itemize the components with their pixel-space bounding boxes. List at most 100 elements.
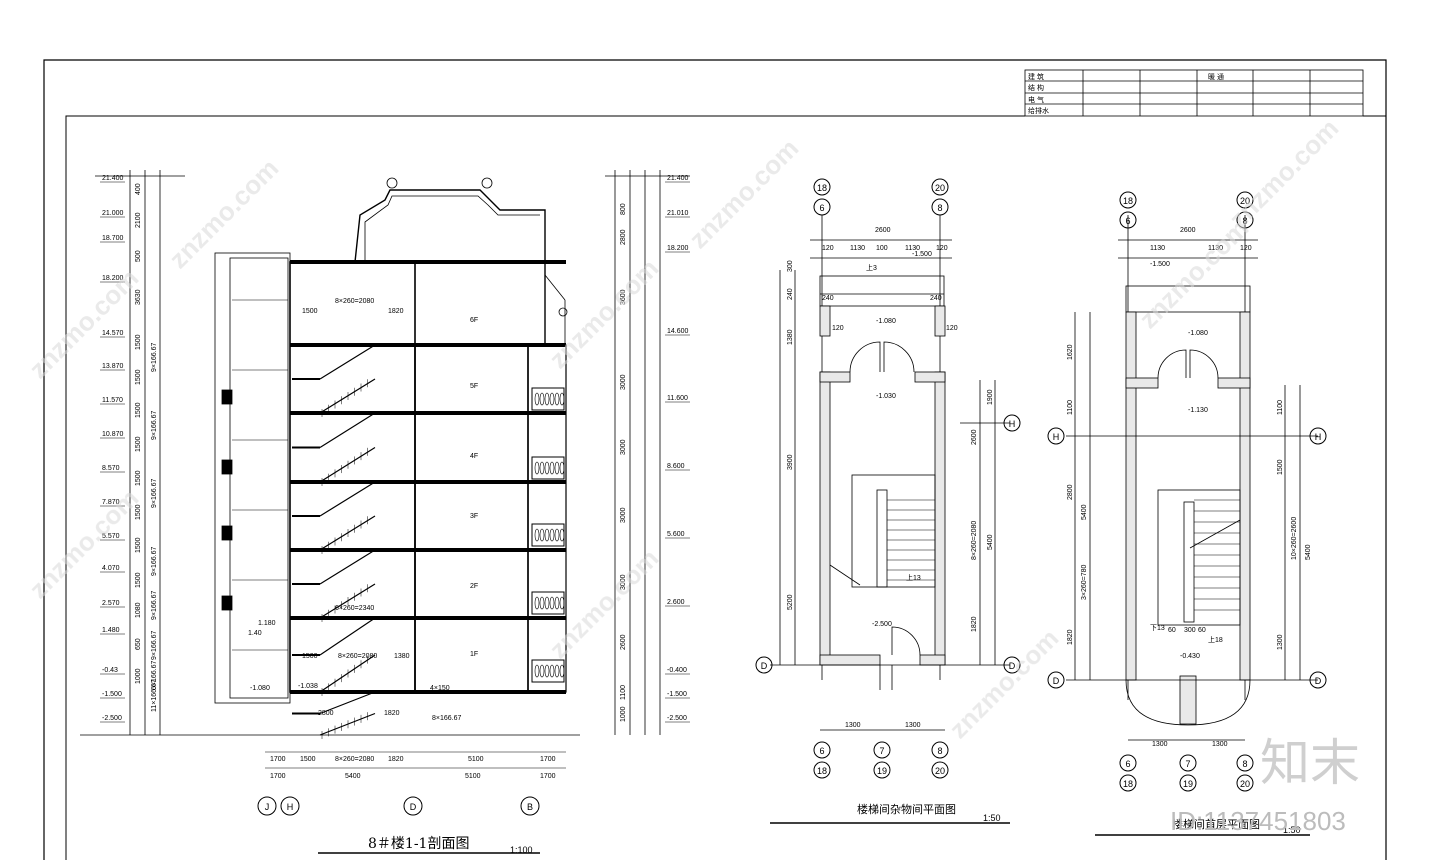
- facade-window: [221, 459, 233, 475]
- svg-text:D: D: [761, 661, 768, 671]
- plan2-inner-label: 60: [1168, 627, 1176, 634]
- bottom-dim: 5400: [345, 773, 361, 780]
- rail-baluster: [544, 461, 550, 475]
- plan2-axis-6: 6: [1119, 211, 1137, 229]
- right-dim: 3000: [620, 574, 627, 590]
- right-elevation: 5.600: [667, 531, 685, 538]
- stair-dim-top: 8×260=2080: [335, 298, 374, 305]
- rail-baluster: [554, 528, 560, 542]
- left-elevation: 18.200: [102, 275, 124, 282]
- plan2-axis-20: 20: [1236, 191, 1254, 209]
- bottom-dim: 1700: [540, 756, 556, 763]
- rail-baluster: [549, 461, 555, 475]
- plan2-inner-label: 上18: [1208, 635, 1223, 644]
- plan-misc-axes: 18 6 20 8 6 18 7 19 8 20 H D D: [755, 178, 1021, 779]
- left-dim: 3630: [135, 289, 142, 305]
- rail-baluster: [559, 664, 565, 678]
- plan1-left-dim: 1380: [787, 329, 794, 345]
- plan2-top-dim: 1130: [1208, 245, 1223, 252]
- svg-text:D: D: [410, 802, 417, 812]
- plan1-right-dim: 5400: [987, 534, 994, 550]
- plan1-left-dim: 3900: [787, 454, 794, 470]
- right-elevation: -1.500: [667, 691, 687, 698]
- right-dim: 3600: [620, 289, 627, 305]
- svg-text:8: 8: [937, 203, 942, 213]
- step-label: 9×166.67: [151, 631, 158, 660]
- floor-slab: [290, 260, 566, 264]
- stair-flight: [319, 712, 376, 736]
- floor-label: 2F: [470, 583, 478, 590]
- plan1-axis-D-left: D: [755, 656, 773, 674]
- watermark-9: znzmo.com: [943, 623, 1064, 744]
- rail-baluster: [539, 392, 545, 406]
- left-elevation: -0.43: [102, 667, 118, 674]
- plan-ground-title-group: 楼梯间首层平面图 1:50: [1095, 817, 1310, 836]
- plan2-top-dim: 1130: [1150, 245, 1165, 252]
- axis-bubble-D: D: [403, 796, 423, 816]
- floor-slab: [290, 616, 566, 620]
- step-label: 9×166.67: [151, 343, 158, 372]
- left-elevation: 1.480: [102, 627, 120, 634]
- stair-dim: 1380: [394, 653, 410, 660]
- left-elevation: 14.570: [102, 330, 124, 337]
- plan1-axis-b18: 18: [813, 761, 831, 779]
- stair-flight: [319, 344, 376, 380]
- step-label: 6×166.67: [151, 661, 158, 690]
- plan2-axis-b6: 6: [1119, 754, 1137, 772]
- left-dim: 400: [135, 183, 142, 195]
- left-elevation: 2.570: [102, 600, 120, 607]
- stair-flight: [319, 446, 376, 483]
- misc-label: 2800: [318, 710, 334, 717]
- left-elevation: 11.570: [102, 397, 123, 404]
- bottom-dim: 1700: [270, 773, 286, 780]
- plan2-bottom-dim: 1300: [1212, 741, 1228, 748]
- plan2-inner-label: 下13: [1150, 624, 1165, 632]
- stair-dim: 1500: [302, 653, 318, 660]
- plan-ground-title: 楼梯间首层平面图: [1172, 817, 1260, 831]
- stair-flight: [319, 515, 376, 551]
- rail-baluster: [534, 664, 540, 678]
- tb-row-3: 电 气: [1028, 95, 1044, 104]
- rail-baluster: [549, 392, 555, 406]
- plan-misc-drawing: [770, 215, 1010, 731]
- facade-window: [221, 525, 233, 541]
- right-dim: 1000: [620, 706, 627, 722]
- plan2-top-dim: 120: [1240, 245, 1252, 252]
- plan1-right-dim: 2600: [971, 429, 978, 445]
- rail-baluster: [559, 461, 565, 475]
- section-balcony-rails: [531, 387, 565, 683]
- plan2-axis-8: 8: [1236, 211, 1254, 229]
- left-dim: 1500: [135, 572, 142, 588]
- plan2-left-dim: 1100: [1067, 400, 1074, 415]
- stair-dim-mid: 6×260=2340: [335, 605, 374, 612]
- plan-ground-axes: 18 6 20 8 6 18 7 19 8 20 H H D D: [1047, 191, 1327, 792]
- svg-text:18: 18: [1123, 779, 1133, 789]
- rail-baluster: [549, 528, 555, 542]
- plan1-inner-label: 上3: [866, 263, 877, 272]
- plan2-top-dim: 2600: [1180, 227, 1196, 234]
- floor-label: 6F: [470, 317, 478, 324]
- rail-baluster: [544, 664, 550, 678]
- plan1-axis-b8: 8: [931, 741, 949, 759]
- svg-text:19: 19: [1183, 779, 1193, 789]
- left-dim: 650: [135, 638, 142, 650]
- right-elevation: -2.500: [667, 715, 687, 722]
- bottom-dim: 5100: [465, 773, 481, 780]
- rail-baluster: [549, 664, 555, 678]
- left-dim: 1500: [135, 402, 142, 418]
- bottom-dim: 8×260=2080: [335, 756, 374, 763]
- plan1-axis-b19: 19: [873, 761, 891, 779]
- plan2-axis-D-left: D: [1047, 671, 1065, 689]
- plan2-axis-18: 18: [1119, 191, 1137, 209]
- right-elevation: 8.600: [667, 463, 685, 470]
- left-elevation: 13.870: [102, 363, 124, 370]
- watermark-1: znzmo.com: [23, 263, 144, 384]
- rail-baluster: [544, 392, 550, 406]
- plan1-right-dim: 1900: [987, 389, 994, 405]
- rail-baluster: [554, 392, 560, 406]
- floor-slab: [290, 548, 566, 552]
- floor-label: 5F: [470, 383, 478, 390]
- plan1-right-dim: 8×260=2080: [971, 521, 978, 560]
- rail-baluster: [549, 596, 555, 610]
- svg-text:18: 18: [1123, 196, 1133, 206]
